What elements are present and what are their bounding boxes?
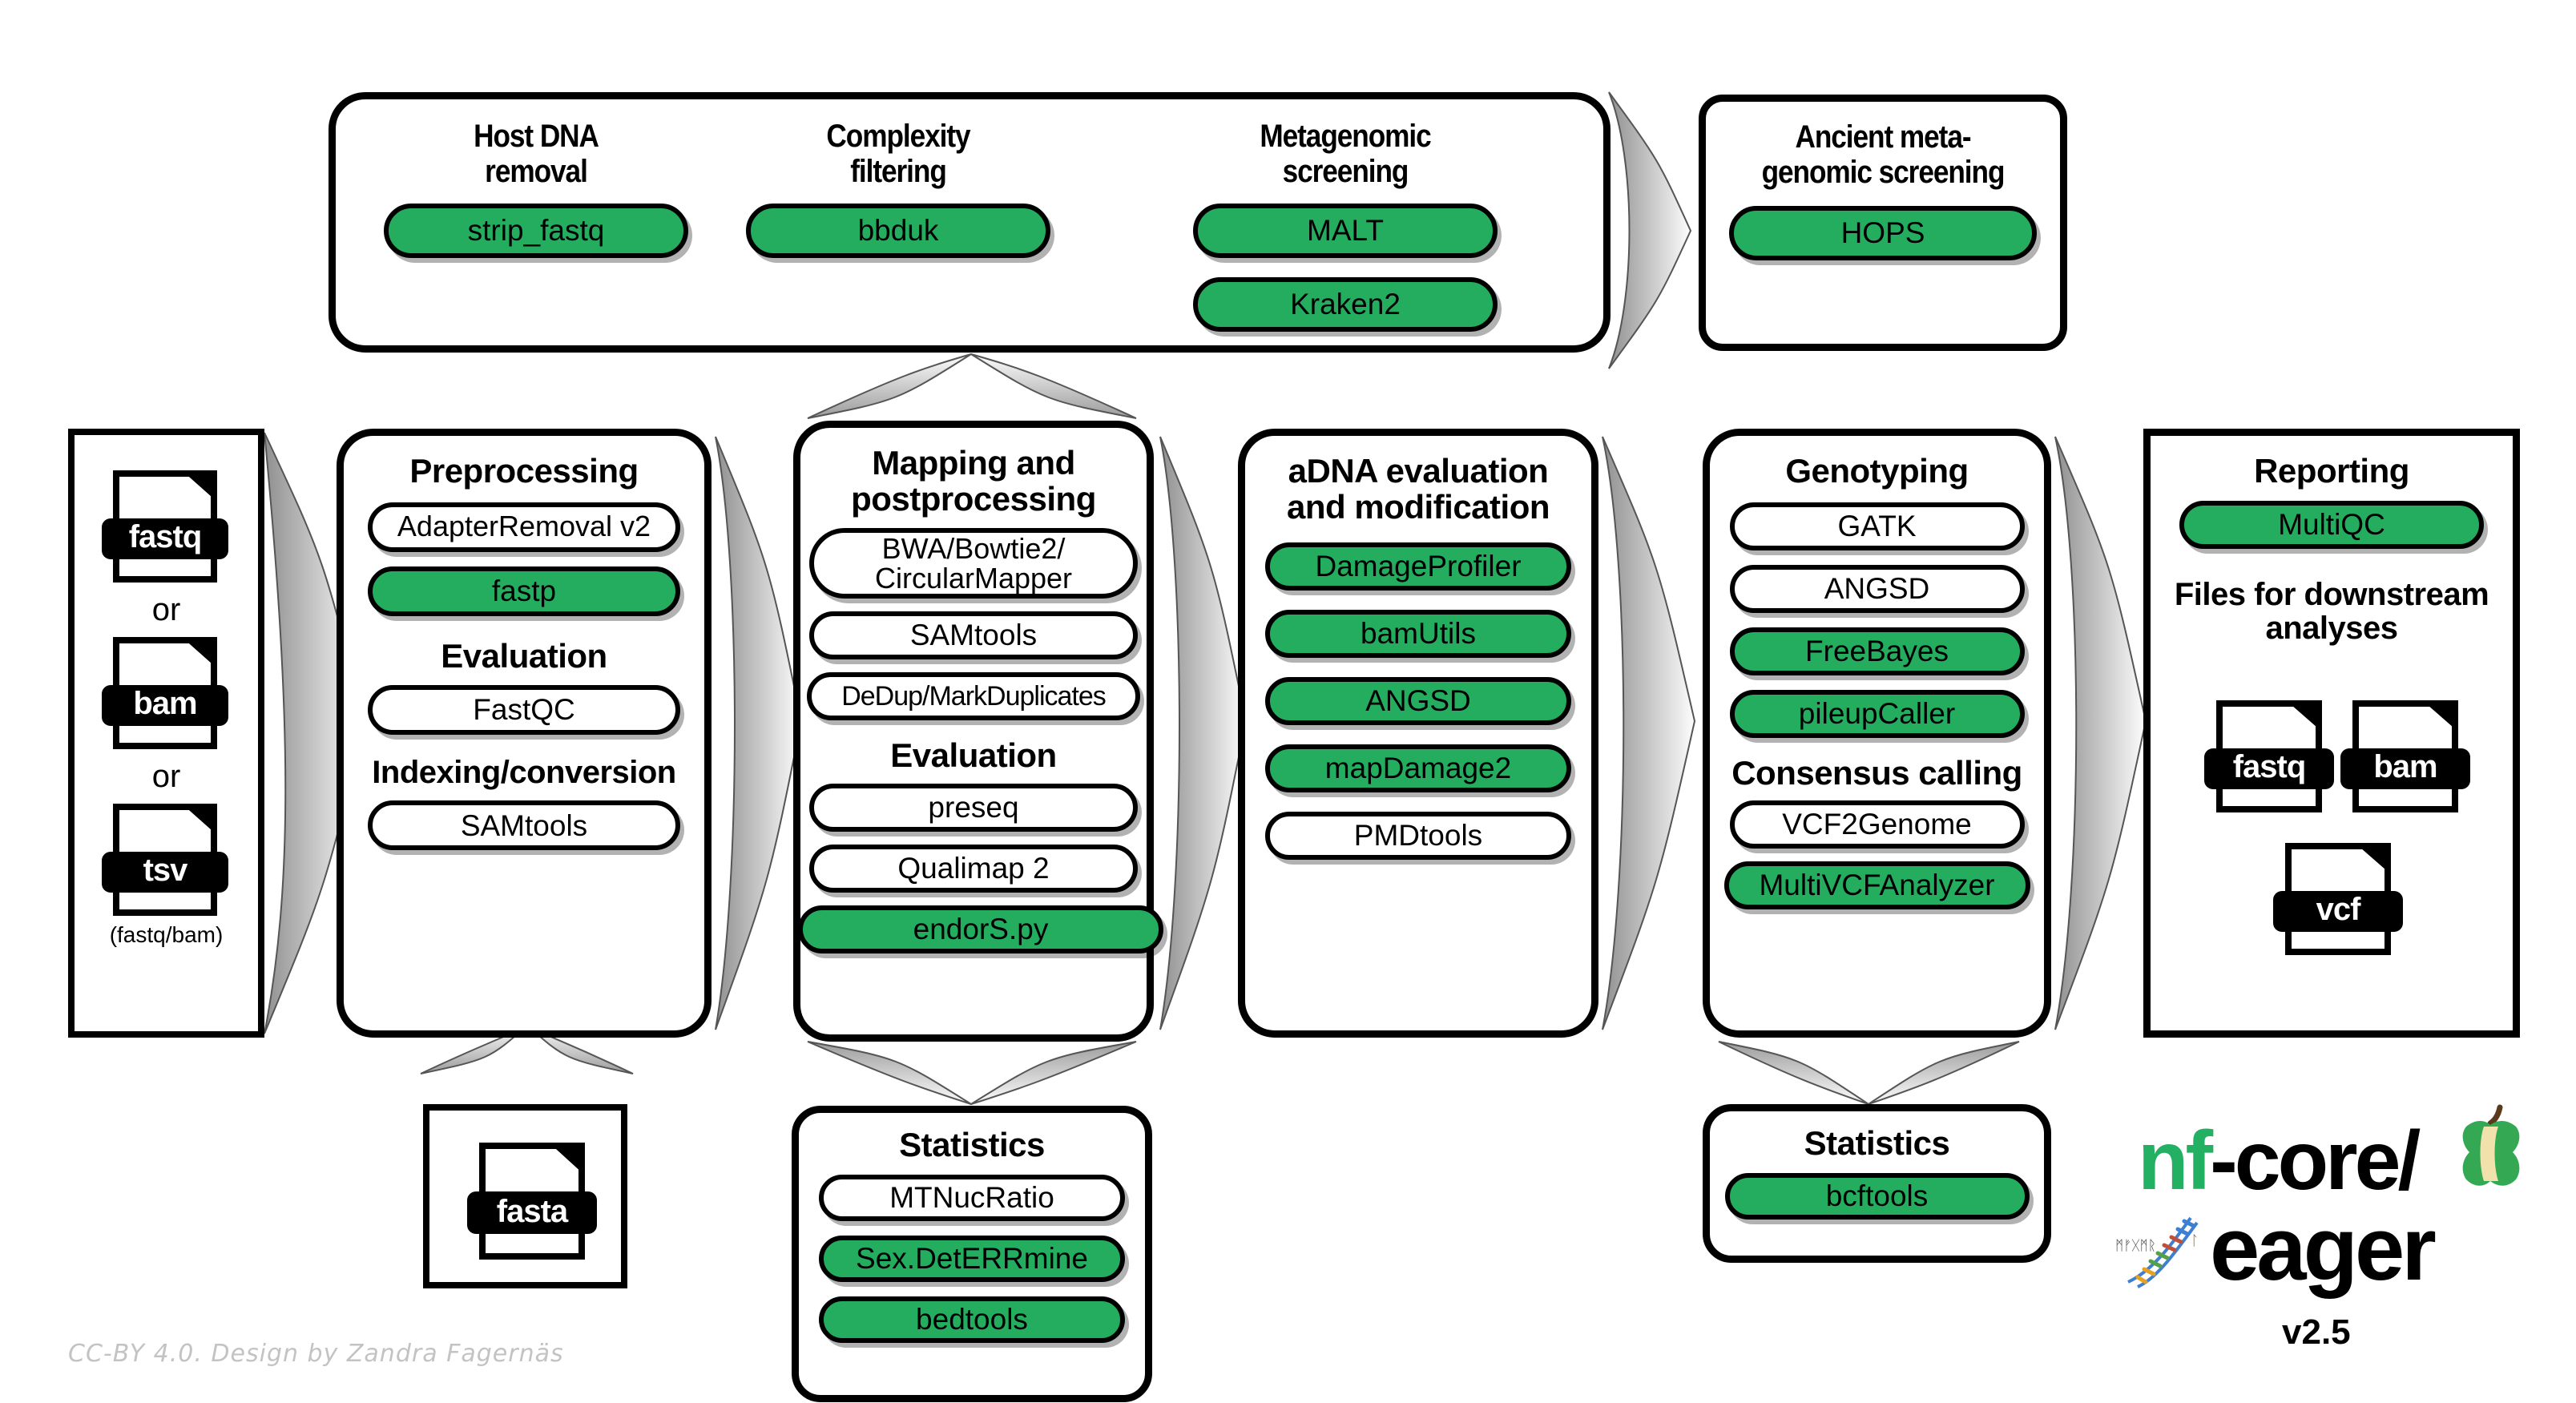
group-metagenomic-screening: Metagenomic screening MALT Kraken2 xyxy=(1177,119,1514,332)
tool-pill-fastp[interactable]: fastp xyxy=(368,566,680,616)
arrow-metagenomic-to-ancient xyxy=(1608,91,1692,369)
tool-pill-bwa-bowtie2-circularmapper[interactable]: BWA/Bowtie2/ CircularMapper xyxy=(809,528,1138,599)
panel-heading: Preprocessing xyxy=(409,452,639,490)
panel-statistics-mapping: Statistics MTNucRatio Sex.DetERRmine bed… xyxy=(792,1106,1152,1402)
panel-heading: Statistics xyxy=(899,1126,1045,1163)
tool-pill-angsd-adna[interactable]: ANGSD xyxy=(1265,677,1571,726)
file-vcf-icon: vcf xyxy=(2273,843,2403,955)
group-heading: Complexity filtering xyxy=(826,119,970,189)
arrow-mapping-to-adna xyxy=(1159,436,1248,1030)
tool-pill-strip-fastq[interactable]: strip_fastq xyxy=(384,204,688,258)
input-separator-1: or xyxy=(151,592,181,627)
logo-version: v2.5 xyxy=(2282,1312,2351,1352)
group-host-dna-removal: Host DNA removal strip_fastq xyxy=(368,119,704,258)
tool-pill-adapterremoval[interactable]: AdapterRemoval v2 xyxy=(368,502,680,552)
tool-pill-qualimap2[interactable]: Qualimap 2 xyxy=(809,844,1138,893)
panel-heading: Mapping and postprocessing xyxy=(851,444,1096,518)
tool-pill-bbduk[interactable]: bbduk xyxy=(746,204,1050,258)
svg-text:ᛚ: ᛚ xyxy=(2191,1233,2199,1249)
tool-pill-pmdtools[interactable]: PMDtools xyxy=(1265,812,1571,861)
file-fasta-icon: fasta xyxy=(467,1143,597,1260)
input-files-panel: fastq or bam or tsv (fastq/bam) xyxy=(68,429,264,1038)
arrow-genotyping-to-statistics xyxy=(1718,1041,2020,1106)
tool-pill-mapdamage2[interactable]: mapDamage2 xyxy=(1265,744,1571,793)
tool-pill-bcftools[interactable]: bcftools xyxy=(1724,1172,2030,1220)
section-heading-evaluation: Evaluation xyxy=(441,636,607,675)
arrow-mapping-to-screening xyxy=(807,353,1137,419)
tool-pill-preseq[interactable]: preseq xyxy=(809,783,1138,832)
arrow-mapping-to-statistics xyxy=(807,1041,1137,1106)
svg-text:ᛗᚠᚷᛗᚱ: ᛗᚠᚷᛗᚱ xyxy=(2115,1238,2156,1254)
file-tsv-icon: tsv xyxy=(101,804,229,916)
tool-pill-kraken2[interactable]: Kraken2 xyxy=(1193,277,1498,332)
tool-pill-fastqc[interactable]: FastQC xyxy=(368,685,680,736)
logo-line-2: eager xyxy=(2210,1199,2437,1299)
file-bam-icon: bam xyxy=(2340,700,2470,812)
tool-pill-mtnucratio[interactable]: MTNucRatio xyxy=(819,1174,1125,1221)
tool-pill-angsd-genotyping[interactable]: ANGSD xyxy=(1729,564,2025,613)
tool-pill-sex-deterrmine[interactable]: Sex.DetERRmine xyxy=(819,1235,1125,1282)
apple-core-icon xyxy=(2462,1104,2520,1186)
panel-heading: Reporting xyxy=(2254,452,2409,490)
arrow-preprocessing-to-mapping xyxy=(715,436,803,1030)
panel-reporting: Reporting MultiQC Files for downstream a… xyxy=(2143,429,2520,1038)
section-heading-evaluation: Evaluation xyxy=(890,736,1057,775)
tool-pill-gatk[interactable]: GATK xyxy=(1729,502,2025,550)
panel-adna-evaluation: aDNA evaluation and modification DamageP… xyxy=(1238,429,1598,1038)
tool-pill-freebayes[interactable]: FreeBayes xyxy=(1729,627,2025,675)
section-heading-indexing: Indexing/conversion xyxy=(372,755,676,791)
section-heading-downstream-files: Files for downstream analyses xyxy=(2174,576,2489,646)
group-complexity-filtering: Complexity filtering bbduk xyxy=(730,119,1066,258)
nf-core-eager-logo: nf-core/ ᛗᚠᚷᛗᚱ ᛚ eager v2. xyxy=(2115,1104,2538,1378)
section-heading-consensus-calling: Consensus calling xyxy=(1731,753,2022,792)
panel-heading: Genotyping xyxy=(1785,452,1969,490)
panel-statistics-genotyping: Statistics bcftools xyxy=(1703,1104,2051,1263)
tool-pill-bedtools[interactable]: bedtools xyxy=(819,1296,1125,1343)
arrow-adna-to-genotyping xyxy=(1602,436,1696,1030)
group-heading: Host DNA removal xyxy=(474,119,599,189)
screening-container: Host DNA removal strip_fastq Complexity … xyxy=(329,92,1611,353)
input-note: (fastq/bam) xyxy=(109,922,224,947)
tool-pill-pileupcaller[interactable]: pileupCaller xyxy=(1729,689,2025,738)
tool-pill-malt[interactable]: MALT xyxy=(1193,204,1498,258)
file-fastq-icon: fastq xyxy=(2204,700,2334,812)
group-heading: Metagenomic screening xyxy=(1260,119,1431,189)
panel-genotyping: Genotyping GATK ANGSD FreeBayes pileupCa… xyxy=(1703,429,2051,1038)
tool-pill-multivcfanalyzer[interactable]: MultiVCFAnalyzer xyxy=(1723,861,2030,910)
tool-pill-multiqc[interactable]: MultiQC xyxy=(2179,500,2484,549)
tool-pill-dedup-markduplicates[interactable]: DeDup/MarkDuplicates xyxy=(807,672,1140,721)
tool-pill-vcf2genome[interactable]: VCF2Genome xyxy=(1729,800,2025,849)
panel-heading: Ancient meta- genomic screening xyxy=(1761,119,2006,190)
input-separator-2: or xyxy=(151,759,181,794)
panel-heading: Statistics xyxy=(1804,1124,1950,1162)
logo-line-1: nf-core/ xyxy=(2138,1115,2421,1207)
tool-pill-hops[interactable]: HOPS xyxy=(1729,206,2037,260)
dna-helix-icon: ᛗᚠᚷᛗᚱ ᛚ xyxy=(2115,1216,2199,1288)
file-fastq-icon: fastq xyxy=(101,470,229,583)
credit-line: CC-BY 4.0. Design by Zandra Fagernäs xyxy=(68,1340,564,1368)
panel-heading: aDNA evaluation and modification xyxy=(1287,452,1550,526)
tool-pill-samtools-mapping[interactable]: SAMtools xyxy=(809,611,1138,660)
reference-fasta-panel: fasta xyxy=(423,1104,627,1288)
file-bam-icon: bam xyxy=(101,637,229,749)
arrow-input-to-preprocessing xyxy=(264,432,366,1034)
panel-preprocessing: Preprocessing AdapterRemoval v2 fastp Ev… xyxy=(337,429,712,1038)
tool-pill-endors-py[interactable]: endorS.py xyxy=(798,905,1163,953)
arrow-genotyping-to-reporting xyxy=(2054,436,2147,1030)
panel-mapping: Mapping and postprocessing BWA/Bowtie2/ … xyxy=(793,421,1163,1042)
ancient-screening-panel: Ancient meta- genomic screening HOPS xyxy=(1699,95,2067,351)
tool-pill-samtools-preprocessing[interactable]: SAMtools xyxy=(368,800,680,851)
tool-pill-bamutils[interactable]: bamUtils xyxy=(1265,610,1571,659)
tool-pill-damageprofiler[interactable]: DamageProfiler xyxy=(1265,542,1571,591)
